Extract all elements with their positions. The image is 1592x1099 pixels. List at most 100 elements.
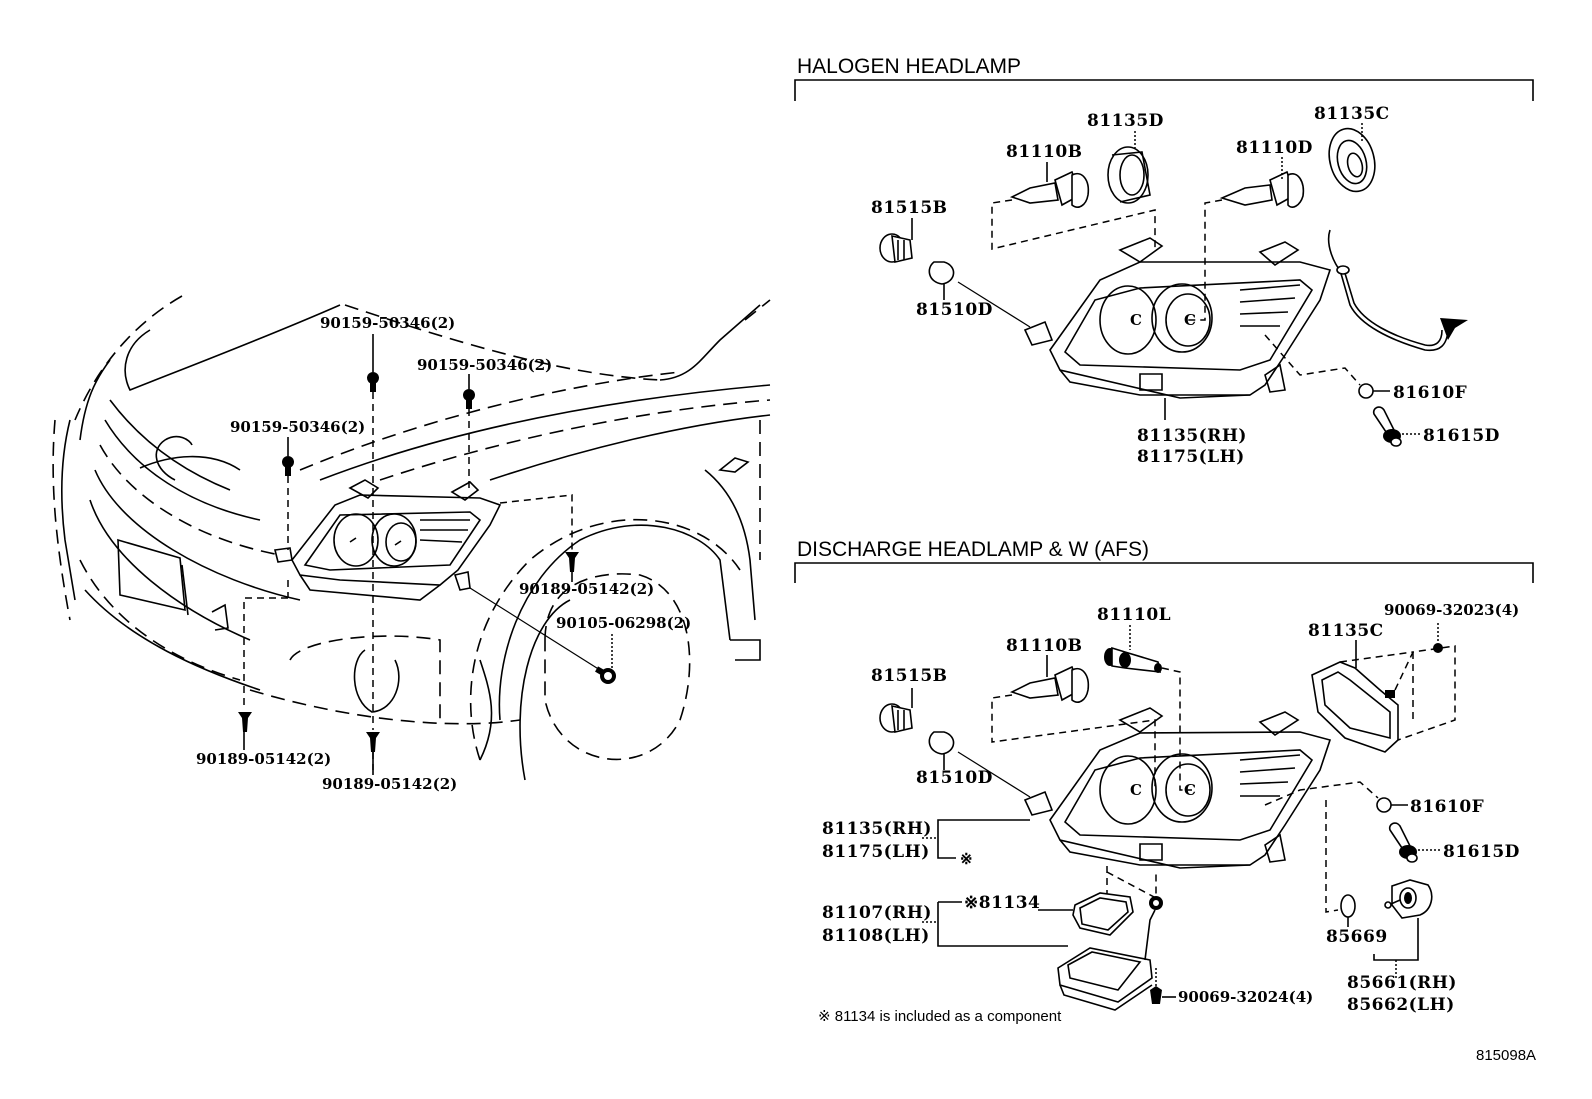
label-halogen-unit-rh: 81135(RH)	[1137, 426, 1247, 446]
bumper-lower	[79, 559, 241, 681]
halogen-turn-bulb-icon[interactable]	[1358, 383, 1374, 399]
label-discharge-ballast-screw: 90069-32024(4)	[1178, 988, 1313, 1006]
label-halogen-turn-bulb: 81610F	[1393, 383, 1467, 403]
emblem-ring	[155, 435, 193, 481]
label-discharge-unit-rh: 81135(RH)	[822, 819, 932, 839]
label-discharge-ballast-lh: 81108(LH)	[822, 926, 930, 946]
fender-liner	[730, 639, 761, 661]
section-bracket	[794, 79, 1534, 101]
discharge-ballast-screw-icon[interactable]	[1150, 986, 1162, 1004]
halogen-socket-cover-c-icon[interactable]	[1322, 123, 1381, 196]
label-discharge-cover-screw: 90069-32023(4)	[1384, 601, 1519, 619]
fog-lamp	[353, 649, 400, 713]
label-discharge-hid-bulb: 81110L	[1097, 605, 1171, 625]
fender-top	[379, 399, 771, 481]
halogen-side-bulb-icon[interactable]	[928, 261, 955, 285]
discharge-side-bulb-icon[interactable]	[928, 731, 955, 755]
mount-tab	[348, 479, 380, 499]
halogen-harness-icon[interactable]	[1327, 229, 1468, 352]
discharge-turn-socket-icon[interactable]	[1388, 822, 1418, 863]
discharge-side-socket-icon[interactable]	[879, 703, 913, 733]
label-discharge-bulb-low: 81110B	[1006, 636, 1083, 656]
label-discharge-cover-c: 81135C	[1308, 621, 1384, 641]
label-clip-bottom-left: 90189-05142(2)	[196, 750, 331, 768]
halogen-turn-socket-icon[interactable]	[1372, 406, 1402, 447]
discharge-section: DISCHARGE HEADLAMP & W (AFS) C C	[794, 538, 1534, 1025]
windshield-base	[659, 304, 761, 381]
halogen-headlamp-unit[interactable]: C C	[1023, 237, 1332, 399]
halogen-bulb-low-icon[interactable]	[1009, 170, 1090, 208]
fog-bezel	[289, 635, 441, 720]
discharge-bulb-low-icon[interactable]	[1009, 665, 1090, 703]
side-marker	[718, 457, 750, 473]
screw-left-icon[interactable]	[282, 456, 294, 476]
fender-top	[299, 371, 681, 471]
discharge-actuator-icon[interactable]	[1384, 879, 1433, 919]
label-halogen-turn-socket: 81615D	[1423, 426, 1500, 446]
discharge-oring-icon[interactable]	[1340, 894, 1356, 918]
label-discharge-turn-socket: 81615D	[1443, 842, 1520, 862]
bumper-lower	[84, 589, 261, 691]
mount-tab	[1023, 320, 1054, 346]
discharge-headlamp-unit[interactable]: C C	[1023, 707, 1332, 869]
discharge-cover-c-icon[interactable]	[1311, 661, 1399, 753]
mount-tab	[1258, 241, 1300, 266]
bumper-vent	[211, 603, 229, 631]
mount-tab	[453, 571, 471, 591]
halogen-section: HALOGEN HEADLAMP C C 81110B	[794, 55, 1534, 467]
label-halogen-bulb-low: 81110B	[1006, 142, 1083, 162]
discharge-cover-screw-icon[interactable]	[1433, 643, 1443, 653]
mount-tab	[1264, 833, 1286, 863]
grille-bar	[104, 419, 261, 521]
bumper-edge	[60, 419, 76, 601]
clip-right-icon[interactable]	[565, 552, 579, 572]
halogen-side-socket-icon[interactable]	[879, 233, 913, 263]
svg-text:C: C	[1130, 311, 1142, 329]
clip-bottom-center-icon[interactable]	[366, 732, 380, 752]
halogen-bulb-high-icon[interactable]	[1219, 170, 1305, 208]
wheel-arch	[498, 524, 731, 721]
label-discharge-unit-note: ※	[960, 850, 973, 868]
clip-bottom-left-icon[interactable]	[238, 712, 252, 732]
grille-bar	[99, 444, 281, 556]
label-halogen-bulb-high: 81110D	[1236, 138, 1313, 158]
label-discharge-oring: 85669	[1326, 927, 1388, 947]
grille-bar	[89, 499, 251, 641]
discharge-gasket-icon[interactable]	[1072, 892, 1134, 936]
discharge-hid-bulb-icon[interactable]	[1104, 646, 1162, 673]
label-screw-top-center: 90159-50346(2)	[320, 314, 455, 332]
label-halogen-side-socket: 81515B	[871, 198, 948, 218]
mount-tab	[1023, 790, 1054, 816]
discharge-ballast-icon[interactable]	[1057, 896, 1163, 1011]
fender-rear-edge	[704, 469, 756, 621]
screw-top-right-icon[interactable]	[463, 389, 475, 409]
bolt-wheel-icon[interactable]	[595, 666, 616, 684]
grille-bar	[109, 399, 231, 491]
vehicle-headlamp[interactable]	[274, 479, 502, 601]
bumper-edge	[52, 419, 71, 621]
emblem-bar	[139, 455, 241, 471]
label-screw-top-right: 90159-50346(2)	[417, 356, 552, 374]
mount-tab	[1264, 363, 1286, 393]
label-discharge-ballast-rh: 81107(RH)	[822, 903, 932, 923]
label-discharge-side-bulb: 81510D	[916, 768, 993, 788]
label-discharge-actuator-rh: 85661(RH)	[1347, 973, 1457, 993]
mount-tab	[274, 547, 293, 563]
label-screw-left: 90159-50346(2)	[230, 418, 365, 436]
section-title-discharge: DISCHARGE HEADLAMP & W (AFS)	[797, 538, 1149, 561]
label-clip-bottom-center: 90189-05142(2)	[322, 775, 457, 793]
label-clip-right: 90189-05142(2)	[519, 580, 654, 598]
label-halogen-socket-cover-c: 81135C	[1314, 104, 1390, 124]
section-bracket	[794, 562, 1534, 583]
hood-edge-line	[124, 304, 341, 392]
screw-top-center-icon[interactable]	[367, 372, 379, 392]
fender-top	[319, 384, 771, 481]
hood-edge-line	[79, 359, 111, 441]
grille-bar	[94, 469, 301, 601]
label-halogen-unit-lh: 81175(LH)	[1137, 447, 1245, 467]
figure-code: 815098A	[1476, 1047, 1536, 1064]
discharge-turn-bulb-icon[interactable]	[1376, 797, 1392, 813]
halogen-socket-cover-d-icon[interactable]	[1107, 146, 1151, 204]
mount-tab	[1258, 711, 1300, 736]
